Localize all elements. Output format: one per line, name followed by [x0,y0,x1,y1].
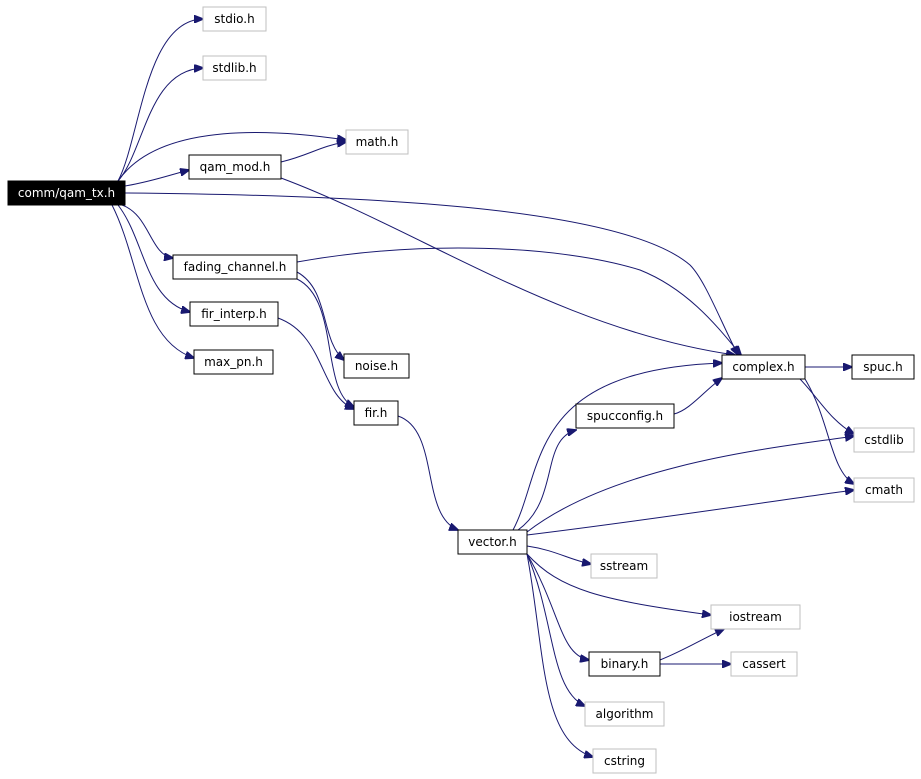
edge-vector-to-cstring [526,553,593,757]
node-fir[interactable]: fir.h [353,400,399,426]
node-cmath: cmath [853,477,915,503]
node-binary[interactable]: binary.h [588,651,661,677]
node-box-algorithm [584,701,665,727]
edge-vector-to-cmath [526,490,854,536]
node-box-spuc [851,354,915,380]
edge-vector-to-cstdlib [526,436,854,533]
edge-vector-to-algorithm [526,553,585,706]
node-box-iostream [710,604,801,630]
edge-spucconfig-to-complex [673,378,722,415]
node-label-cstring: cstring [604,754,645,768]
node-label-fir: fir.h [365,406,388,420]
edge-vector-to-iostream [526,553,711,615]
node-box-max-pn [193,349,274,375]
edge-fir-to-vector [397,415,458,530]
node-qam-mod[interactable]: qam_mod.h [188,154,282,180]
node-label-spucconfig: spucconfig.h [587,409,663,423]
node-box-stdio [202,6,267,32]
node-fading-channel[interactable]: fading_channel.h [172,254,298,280]
node-label-iostream: iostream [729,610,782,624]
node-label-fading-channel: fading_channel.h [184,260,287,274]
node-label-noise: noise.h [355,359,398,373]
node-box-sstream [590,553,658,579]
node-label-sstream: sstream [600,559,648,573]
edge-vector-to-spucconfig [517,430,576,531]
nodes-layer: comm/qam_tx.h stdio.h stdlib.h math.h qam_mo… [7,6,915,774]
edges-layer [111,19,854,757]
node-math: math.h [345,129,409,155]
node-box-noise [343,353,410,379]
node-label-cmath: cmath [865,483,903,497]
node-cstring: cstring [592,748,657,774]
node-box-complex [721,354,806,380]
edge-vector-to-binary [526,553,589,660]
node-label-binary: binary.h [601,657,649,671]
node-spuc[interactable]: spuc.h [851,354,915,380]
edge-qam-mod-to-complex [280,177,735,355]
node-cstdlib: cstdlib [853,427,915,453]
edge-vector-to-sstream [526,545,591,564]
node-box-spucconfig [575,403,675,429]
edge-fading-channel-to-complex [296,247,741,355]
node-box-vector [457,529,528,555]
node-label-vector: vector.h [468,535,516,549]
node-spucconfig[interactable]: spucconfig.h [575,403,675,429]
node-box-cassert [730,651,798,677]
node-label-stdio: stdio.h [214,12,254,26]
node-label-complex: complex.h [732,360,794,374]
edge-vector-to-complex [512,363,722,531]
node-label-qam-tx: comm/qam_tx.h [18,186,115,200]
node-box-cmath [853,477,915,503]
node-box-stdlib [202,55,267,81]
node-label-qam-mod: qam_mod.h [200,160,271,174]
node-label-max-pn: max_pn.h [204,355,263,369]
edge-binary-to-iostream [659,629,724,661]
node-box-fir-interp [189,301,279,327]
edge-qam-tx-to-fir-interp [117,204,190,312]
node-box-fir [353,400,399,426]
node-box-fading-channel [172,254,298,280]
edge-fir-interp-to-fir [277,317,354,409]
node-noise[interactable]: noise.h [343,353,410,379]
edge-complex-to-cmath [804,378,854,484]
node-algorithm: algorithm [584,701,665,727]
node-label-stdlib: stdlib.h [212,61,256,75]
edge-qam-tx-to-qam-mod [124,170,189,187]
edge-qam-tx-to-fading-channel [121,204,173,258]
node-box-cstring [592,748,657,774]
node-iostream: iostream [710,604,801,630]
node-box-qam-tx [7,180,126,206]
node-sstream: sstream [590,553,658,579]
node-complex[interactable]: complex.h [721,354,806,380]
node-box-binary [588,651,661,677]
node-label-math: math.h [356,135,399,149]
edge-qam-tx-to-math [117,132,346,182]
node-max-pn[interactable]: max_pn.h [193,349,274,375]
node-box-cstdlib [853,427,915,453]
node-fir-interp[interactable]: fir_interp.h [189,301,279,327]
edge-qam-tx-to-stdlib [117,68,203,182]
edge-fading-channel-to-noise [296,271,344,360]
node-label-algorithm: algorithm [596,707,654,721]
node-stdlib: stdlib.h [202,55,267,81]
edge-complex-to-cstdlib [799,378,854,434]
edge-qam-tx-to-stdio [117,19,203,182]
node-box-qam-mod [188,154,282,180]
node-label-fir-interp: fir_interp.h [201,307,267,321]
edge-fading-channel-to-fir [296,278,354,407]
edge-qam-mod-to-math [280,142,346,163]
node-vector[interactable]: vector.h [457,529,528,555]
node-label-spuc: spuc.h [863,360,903,374]
node-stdio: stdio.h [202,6,267,32]
node-box-math [345,129,409,155]
node-cassert: cassert [730,651,798,677]
edge-qam-tx-to-max-pn [111,204,194,358]
node-label-cstdlib: cstdlib [864,433,903,447]
node-qam-tx[interactable]: comm/qam_tx.h [7,180,126,206]
edge-qam-tx-to-complex [124,192,738,355]
node-label-cassert: cassert [742,657,786,671]
